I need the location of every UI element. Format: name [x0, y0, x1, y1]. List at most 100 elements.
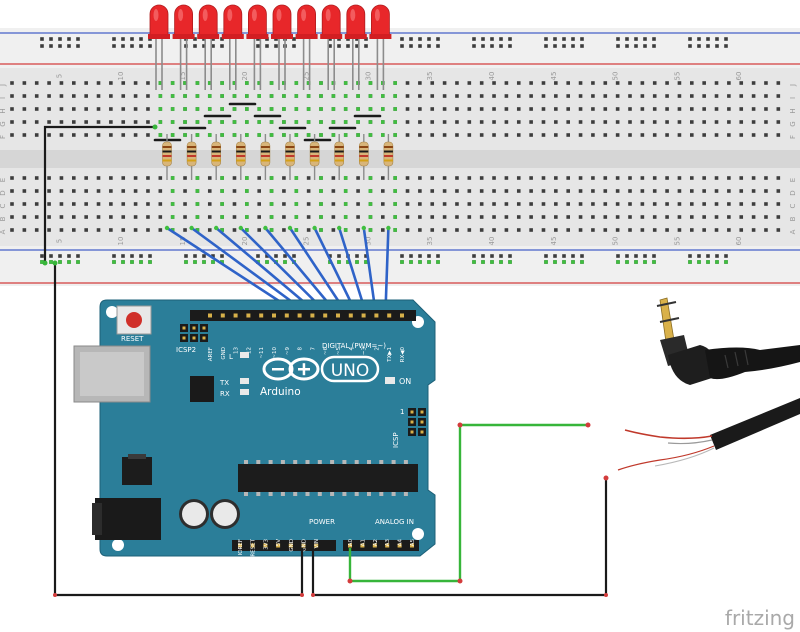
connected-hole — [232, 94, 237, 98]
breadboard-hole — [529, 120, 533, 124]
connected-hole — [393, 228, 397, 232]
breadboard-hole — [504, 215, 509, 219]
breadboard-hole — [628, 94, 632, 98]
breadboard-hole — [467, 176, 472, 180]
breadboard-hole — [739, 94, 744, 98]
breadboard-hole — [541, 176, 546, 180]
breadboard-hole — [628, 189, 632, 193]
chip-leg — [330, 492, 335, 496]
connected-hole — [490, 260, 494, 264]
pin-label: 13 — [234, 347, 240, 354]
breadboard-hole — [381, 228, 385, 232]
breadboard-hole — [677, 94, 682, 98]
breadboard-hole — [492, 81, 496, 85]
breadboard-hole — [764, 215, 768, 219]
row-letter: G — [0, 121, 7, 126]
rail-hole — [553, 44, 557, 48]
breadboard-hole — [665, 215, 669, 219]
breadboard-hole — [578, 120, 583, 124]
row-letter: C — [0, 203, 7, 208]
connected-hole — [269, 81, 274, 85]
connected-hole — [269, 189, 274, 193]
breadboard-hole — [455, 215, 459, 219]
led-rim — [172, 34, 195, 39]
connected-hole — [319, 120, 323, 124]
pin-label: IOREF — [238, 539, 244, 555]
row-letter: A — [0, 229, 7, 234]
pin-label: 4 — [349, 347, 355, 351]
connected-hole — [121, 260, 125, 264]
breadboard-hole — [529, 133, 533, 137]
wire-end — [337, 225, 342, 231]
pin-contact — [202, 336, 206, 340]
connected-hole — [170, 94, 175, 98]
reset-button-cap[interactable] — [126, 312, 142, 328]
connected-hole — [193, 260, 197, 264]
pin-label: 3V3 — [263, 539, 269, 550]
breadboard-hole — [133, 81, 138, 85]
chip-leg — [379, 492, 384, 496]
rail-hole — [364, 44, 368, 48]
logo-text: Arduino — [260, 386, 301, 398]
connected-hole — [220, 107, 224, 111]
connected-hole — [269, 107, 274, 111]
breadboard-hole — [442, 81, 447, 85]
breadboard-hole — [282, 215, 286, 219]
breadboard-hole — [566, 176, 570, 180]
breadboard-hole — [516, 176, 521, 180]
breadboard-hole — [455, 189, 459, 193]
wire-end — [152, 124, 158, 130]
row-letter: B — [789, 216, 797, 221]
breadboard-hole — [430, 228, 435, 232]
column-number: 35 — [426, 237, 434, 246]
capacitor-top — [182, 502, 206, 526]
breadboard-hole — [603, 81, 608, 85]
rail-hole — [49, 44, 53, 48]
breadboard-hole — [158, 202, 163, 206]
connected-hole — [269, 228, 274, 232]
rail-hole — [274, 254, 278, 258]
connected-hole — [220, 176, 224, 180]
breadboard-hole — [10, 120, 14, 124]
breadboard-hole — [541, 215, 546, 219]
connected-hole — [232, 107, 237, 111]
led-rim — [320, 34, 343, 39]
connected-hole — [49, 260, 53, 264]
column-number: 25 — [303, 237, 311, 246]
breadboard-hole — [158, 189, 163, 193]
header-pin — [301, 543, 306, 548]
breadboard-hole — [739, 81, 744, 85]
breadboard-hole — [257, 189, 261, 193]
breadboard-hole — [566, 215, 570, 219]
breadboard-hole — [72, 81, 76, 85]
breadboard-hole — [690, 215, 694, 219]
connected-hole — [306, 94, 311, 98]
rail-hole — [544, 254, 548, 258]
breadboard-hole — [751, 81, 756, 85]
breadboard-hole — [566, 120, 570, 124]
breadboard-hole — [22, 189, 27, 193]
breadboard-hole — [751, 228, 756, 232]
breadboard-hole — [22, 228, 27, 232]
breadboard-hole — [652, 120, 657, 124]
rail-hole — [697, 44, 701, 48]
breadboard-hole — [739, 189, 744, 193]
rail-hole — [427, 44, 431, 48]
rail-hole — [193, 44, 197, 48]
connected-hole — [170, 189, 175, 193]
rail-hole — [553, 254, 557, 258]
breadboard-hole — [628, 176, 632, 180]
wire-bend — [603, 475, 609, 481]
resistor-band — [260, 159, 270, 162]
breadboard-hole — [22, 120, 27, 124]
header-pin — [400, 313, 404, 318]
breadboard-hole — [331, 202, 336, 206]
chip-leg — [342, 460, 347, 464]
connected-hole — [170, 81, 175, 85]
connected-hole — [364, 260, 368, 264]
breadboard-hole — [615, 215, 620, 219]
reset-button[interactable] — [116, 305, 152, 335]
breadboard-hole — [455, 94, 459, 98]
pin-label: A5 — [410, 539, 416, 547]
